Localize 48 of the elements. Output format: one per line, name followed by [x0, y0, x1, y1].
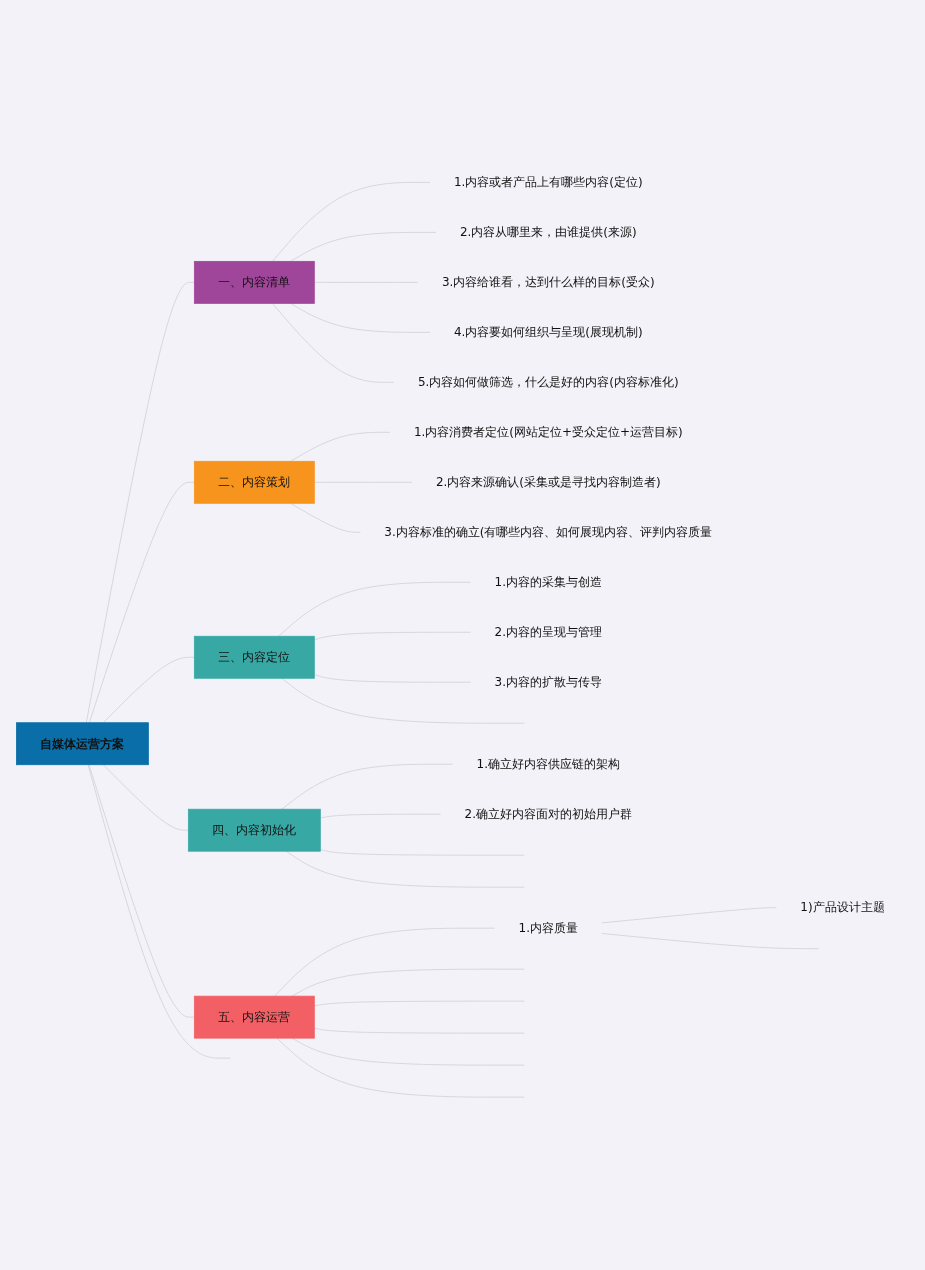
subtopic-text: 2.内容的呈现与管理: [494, 624, 602, 639]
subtopic-text: 4.内容要如何组织与呈现(展现机制): [453, 324, 643, 340]
topic-box: 二、内容策划: [193, 460, 315, 504]
branch-line: [272, 181, 431, 262]
branch-line: [319, 848, 525, 856]
branch-line: [290, 502, 361, 533]
subtopic-text: 2.内容来源确认(采集或是寻找内容制造者): [435, 474, 661, 490]
subtopic-text: 3.内容给谁看，达到什么样的目标(受众): [441, 274, 655, 290]
branch-line: [88, 764, 195, 1018]
branch-line: [285, 850, 525, 888]
subtopic-text: 1.确立好内容供应链的架构: [476, 756, 620, 771]
branch-line: [281, 677, 525, 724]
branch-line: [313, 674, 471, 683]
subtopic-text: 3.内容的扩散与传导: [494, 674, 602, 689]
branch-line: [601, 907, 777, 923]
branch-line: [601, 932, 819, 949]
subtopic-text: 5.内容如何做筛选，什么是好的内容(内容标准化): [417, 374, 679, 390]
branch-line: [291, 1037, 525, 1066]
branch-line: [272, 302, 395, 383]
branch-line: [278, 581, 471, 637]
topic-box: 三、内容定位: [193, 635, 315, 679]
branch-line: [313, 1000, 525, 1007]
subtopic-text: 1.内容或者产品上有哪些内容(定位): [453, 174, 643, 190]
topic-box: 自媒体运营方案: [16, 722, 149, 765]
subtopic-text: 1.内容质量: [518, 920, 579, 935]
branch-line: [313, 1027, 525, 1034]
branch-line: [88, 481, 195, 723]
topic-box: 四、内容初始化: [187, 808, 321, 852]
subtopic-text: 2.确立好内容面对的初始用户群: [464, 806, 632, 821]
branch-line: [290, 302, 431, 333]
subtopic-text: 1)产品设计主题: [800, 900, 885, 915]
branch-line: [313, 631, 471, 640]
branch-line: [274, 927, 495, 997]
branch-line: [87, 764, 231, 1059]
branch-line: [319, 813, 441, 819]
branch-line: [281, 763, 453, 810]
subtopic-text: 1.内容的采集与创造: [494, 574, 602, 589]
branch-line: [102, 764, 189, 831]
branch-line: [85, 281, 195, 723]
branch-line: [276, 1037, 525, 1098]
branch-line: [290, 431, 391, 462]
subtopic-text: 3.内容标准的确立(有哪些内容、如何展现内容、评判内容质量: [384, 524, 713, 539]
topic-box: 五、内容运营: [193, 995, 315, 1039]
topic-box: 一、内容清单: [193, 260, 315, 304]
subtopic-text: 2.内容从哪里来，由谁提供(来源): [459, 224, 637, 240]
branch-line: [290, 231, 437, 262]
branch-line: [102, 656, 195, 723]
subtopic-text: 1.内容消费者定位(网站定位+受众定位+运营目标): [413, 424, 683, 440]
